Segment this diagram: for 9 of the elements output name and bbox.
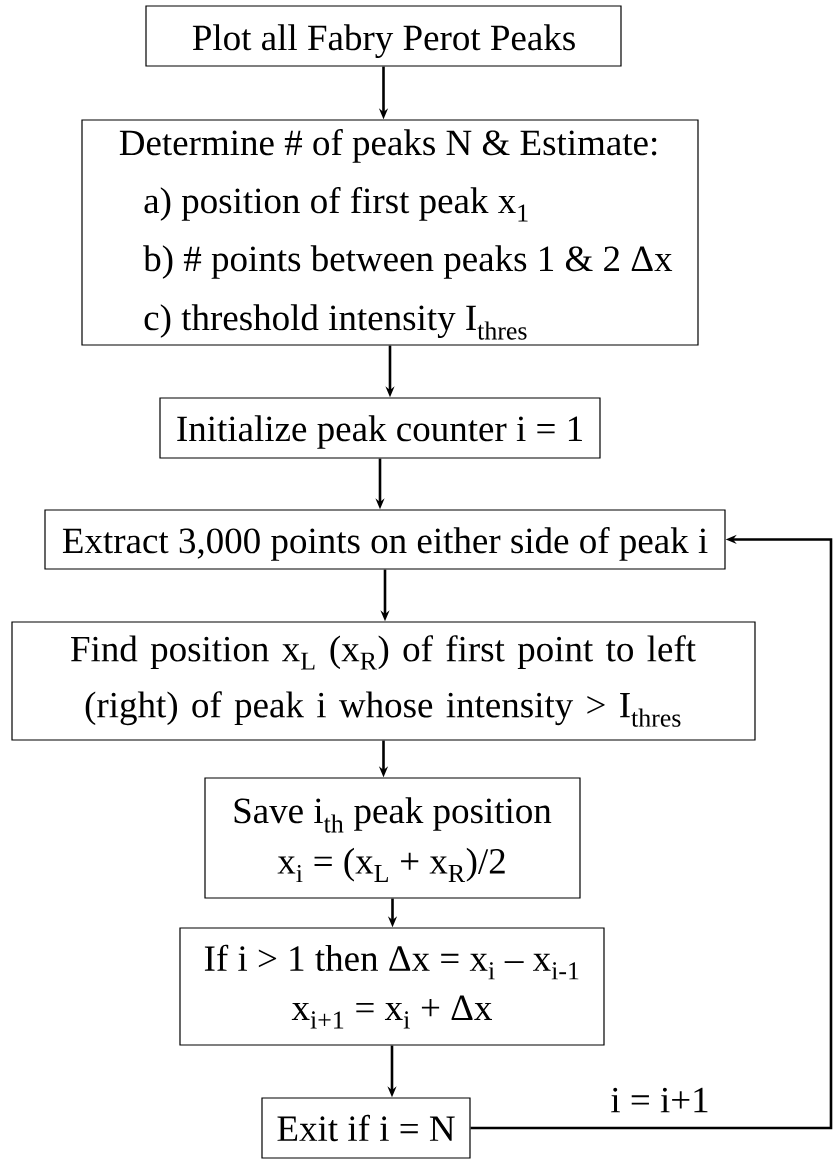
process-box: Extract 3,000 points on either side of peak i <box>44 509 726 570</box>
process-box: Exit if i = N <box>261 1097 471 1159</box>
edge-label: i = i+1 <box>609 1086 711 1114</box>
process-box: Plot all Fabry Perot Peaks <box>145 5 622 67</box>
process-box: Determine # of peaks N & Estimate: a) position of first peak x$_{1}$ b) # points between peaks 1 & 2 Δx c) threshold intensity I$_{thres}$ <box>81 119 699 346</box>
process-box: Find position x$_{L}$ (x$_{R}$) of first point to left (right) of peak i whose intensity > I$_{thres}$ <box>11 621 756 741</box>
process-box: If i > 1 then Δx = x$_{i}$ – x$_{i-1}$ x$_{i+1}$ = x$_{i}$ + Δx <box>179 927 605 1046</box>
process-box: Save i$_{th}$ peak position x$_{i}$ = (x$_{L}$ + x$_{R}$)/2 <box>204 777 581 899</box>
process-box: Initialize peak counter i = 1 <box>159 397 601 459</box>
